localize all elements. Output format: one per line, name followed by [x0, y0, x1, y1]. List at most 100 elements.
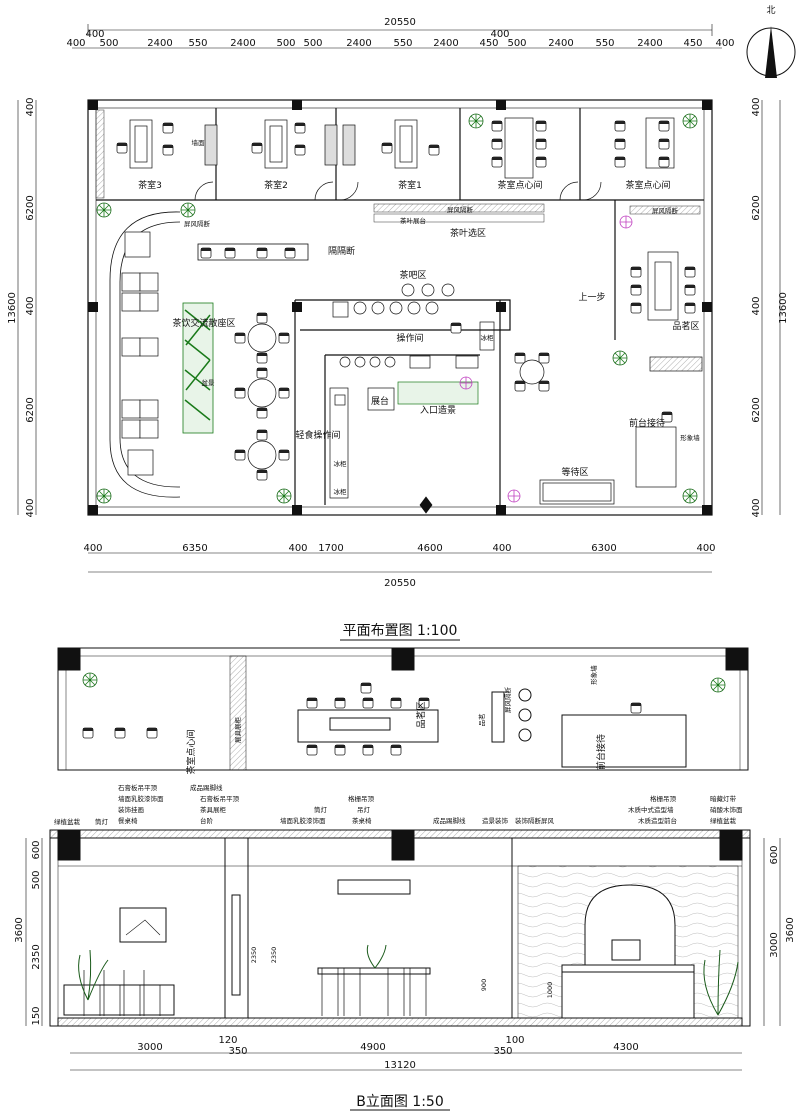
- elevation-dining-chairs: [83, 968, 427, 1016]
- note-wall-paint2: 墙面乳胶漆饰面: [280, 816, 326, 825]
- upper-label-screen: 屏风隔断: [503, 687, 512, 714]
- label-reception: 前台接待: [629, 417, 665, 429]
- upper-label-snack: 茶室点心间: [185, 729, 197, 774]
- plan-top-dim: 2400: [147, 38, 172, 49]
- note-screen: 装饰隔断屏风: [515, 816, 555, 825]
- plan-left-dim: 400: [25, 296, 36, 315]
- plan-top-dim: 400: [66, 38, 85, 49]
- plan-bottom-dim: 400: [696, 543, 715, 554]
- label-tea1: 茶室1: [398, 179, 422, 191]
- plan-side-dimensions: [17, 100, 781, 515]
- inner-dim: 900: [480, 979, 488, 991]
- compass-label: 北: [766, 5, 775, 16]
- note-skirting2: 成品踢脚线: [433, 816, 466, 825]
- plan-bottom-dim-labels: 400 6350 400 1700 4600 400 6300 400: [83, 543, 715, 554]
- label-wall: 墙面: [192, 138, 206, 147]
- plan-top-dim: 550: [188, 38, 207, 49]
- label-leaf-selection: 茶叶选区: [450, 227, 486, 239]
- label-snack2: 茶室点心间: [625, 179, 670, 191]
- label-leaf-display: 茶叶展台: [400, 216, 426, 225]
- plan-doors: [194, 181, 602, 201]
- elev-left-dim: 2350: [31, 944, 42, 969]
- note-grille: 格栅吊顶: [348, 794, 375, 803]
- inner-dim: 2350: [270, 947, 278, 964]
- note-tea-cabinet: 茶具展柜: [200, 805, 227, 814]
- elev-bottom-dim: 350: [228, 1046, 247, 1057]
- note-wood-veneer: 硝酸木饰面: [710, 805, 743, 814]
- inner-dim: 2350: [250, 947, 258, 964]
- plan-right-dim: 400: [751, 97, 762, 116]
- plan-top-sub-left: 400: [85, 29, 104, 40]
- plan-right-dim: 400: [751, 498, 762, 517]
- lounge-chairs: [121, 231, 277, 476]
- label-bar: 茶吧区: [399, 269, 426, 281]
- plan-top-dim: 550: [393, 38, 412, 49]
- elevation-title: B立面图 1:50: [356, 1094, 444, 1110]
- note-wall-paint: 墙面乳胶漆饰面: [118, 794, 164, 803]
- plan-top-dim: 2400: [637, 38, 662, 49]
- plan-right-total: 13600: [778, 292, 789, 324]
- label-screen2: 屏风隔断: [447, 205, 474, 214]
- note-ceiling2: 石膏板吊平顶: [200, 794, 240, 803]
- bar-stools: [450, 322, 462, 334]
- note-tea-chairs: 茶桌椅: [352, 816, 372, 825]
- inner-dim: 1000: [546, 982, 554, 999]
- elevation-notes: 绿植盆栽 筒灯 石膏板吊平顶 墙面乳胶漆饰面 装饰挂画 餐桌椅 成品踢脚线 石膏…: [54, 783, 743, 826]
- lounge-round-chairs: [200, 247, 296, 481]
- elevation-bottom-dims: 3000 120 350 4900 350 100 4300: [137, 1035, 638, 1057]
- plan-bottom-dim: 1700: [318, 543, 343, 554]
- label-waiting: 等待区: [561, 466, 588, 478]
- upper-label-reception: 前台接待: [595, 734, 607, 770]
- plan-top-dimensions: [72, 24, 722, 49]
- label-tea2: 茶室2: [264, 179, 288, 191]
- plan-top-dim: 450: [683, 38, 702, 49]
- plan-left-dim: 6200: [25, 397, 36, 422]
- label-fridge2: 冰柜: [334, 459, 348, 468]
- plan-left-dim: 400: [25, 97, 36, 116]
- bar-area: [329, 283, 495, 499]
- upper-label-wall: 形象墙: [589, 665, 598, 685]
- note-step: 台阶: [200, 816, 214, 825]
- note-front-desk: 木质造型前台: [638, 816, 677, 825]
- plan-top-dim: 2400: [230, 38, 255, 49]
- elev-left-dim: 150: [31, 1006, 42, 1025]
- plan-bottom-total: 20550: [384, 578, 416, 589]
- plan-bottom-dim: 6350: [182, 543, 207, 554]
- plan-left-dim: 6200: [25, 195, 36, 220]
- plan-top-dim: 500: [303, 38, 322, 49]
- note-grille2: 格栅吊顶: [650, 794, 677, 803]
- note-landscape: 造景装饰: [482, 816, 509, 825]
- label-step: 上一步: [578, 292, 605, 303]
- label-snack1: 茶室点心间: [497, 179, 542, 191]
- plan-top-dim-labels: 400 500 2400 550 2400 500 500 2400 550 2…: [66, 38, 734, 49]
- label-light-op: 轻食操作间: [295, 429, 340, 441]
- elevation-left-dims: 600 500 3600 2350 150: [14, 840, 42, 1025]
- plan-right-dim: 6200: [751, 397, 762, 422]
- label-lounge: 茶饮交流散座区: [172, 317, 235, 329]
- plan-top-dim: 500: [99, 38, 118, 49]
- plan-top-dim: 2400: [548, 38, 573, 49]
- elevation-dim-lines: [25, 838, 781, 1071]
- label-tasting: 品茗区: [672, 321, 699, 332]
- plan-bottom-dim: 400: [83, 543, 102, 554]
- label-entrance: 入口造景: [420, 404, 456, 416]
- label-tea3: 茶室3: [138, 179, 162, 191]
- label-display-stand: 展台: [371, 395, 389, 407]
- label-fridge3: 冰柜: [334, 487, 348, 496]
- label-fridge: 冰柜: [481, 333, 495, 342]
- right-area: [419, 251, 703, 514]
- elev-left-dim: 3600: [14, 917, 25, 942]
- label-partition: 隔隔断: [328, 245, 355, 257]
- note-painting: 装饰挂画: [118, 805, 144, 814]
- elevation-right-dims: 600 3000 3600: [769, 845, 796, 957]
- note-dining: 餐桌椅: [118, 816, 138, 825]
- upper-label-tasting: 品茗区: [416, 701, 427, 728]
- plan-left-total: 13600: [7, 292, 18, 324]
- plan-columns: [88, 100, 712, 515]
- plan-left-dim-labels: 13600 400 6200 400 6200 400 13600 400 62…: [7, 97, 789, 517]
- plan-top-dim: 550: [595, 38, 614, 49]
- plan-top-dim: 450: [479, 38, 498, 49]
- elev-bottom-dim: 100: [505, 1035, 524, 1046]
- plan-top-dim: 400: [715, 38, 734, 49]
